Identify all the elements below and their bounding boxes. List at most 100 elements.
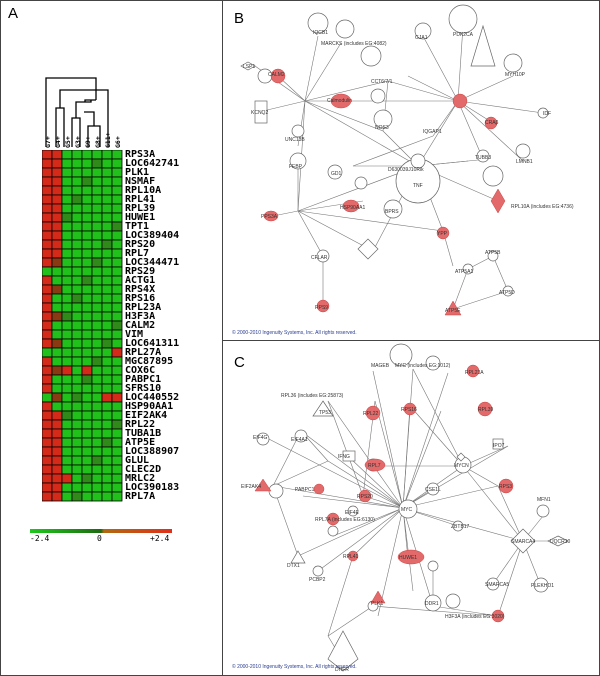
- heatmap-cell: [111, 203, 123, 214]
- heatmap-cell: [61, 437, 73, 448]
- heatmap-cell: [61, 302, 73, 313]
- node-b-tnf: TNF: [413, 183, 423, 189]
- heatmap-cell: [61, 212, 73, 223]
- heatmap-cell: [42, 374, 53, 385]
- heatmap-cell: [101, 150, 113, 160]
- gene-label: LOC389404: [125, 230, 180, 241]
- heatmap-cell: [91, 302, 103, 313]
- scale-min-label: -2.4: [30, 534, 50, 543]
- heatmap-cell: [111, 284, 123, 295]
- heatmap-cell: [51, 150, 63, 160]
- heatmap-cell: [111, 428, 123, 439]
- node-c-plk1: PLK1: [371, 601, 383, 607]
- heatmap-cell: [101, 194, 113, 205]
- heatmap-cell: [101, 185, 113, 196]
- heatmap-cell: [42, 383, 53, 394]
- heatmap-cell: [42, 203, 53, 214]
- heatmap-cell: [81, 329, 93, 340]
- heatmap-cell: [51, 446, 63, 457]
- heatmap-cell: [101, 401, 113, 412]
- heatmap-cell: [61, 284, 73, 295]
- gene-label: TUBA1B: [125, 428, 162, 439]
- gene-label: LOC440552: [125, 392, 180, 403]
- gene-label: MRLC2: [125, 473, 156, 484]
- heatmap-cell: [42, 473, 53, 484]
- heatmap-cell: [81, 410, 93, 421]
- gene-label: NSMAF: [125, 176, 156, 187]
- column-label: G4+: [54, 136, 62, 148]
- heatmap-cell: [101, 293, 113, 304]
- heatmap-cell: [71, 266, 83, 277]
- gene-label: RPL23A: [125, 302, 162, 313]
- heatmap-cell: [91, 311, 103, 322]
- heatmap-cell: [91, 266, 103, 277]
- heatmap-cell: [111, 293, 123, 304]
- heatmap-cell: [111, 464, 123, 475]
- heatmap-cell: [51, 320, 63, 331]
- heatmap-cell: [42, 410, 53, 421]
- heatmap-cell: [42, 221, 53, 232]
- node-c-ifng: IFNG: [338, 454, 350, 460]
- node-c-eif2ak4: EIF2AK4: [241, 484, 261, 490]
- heatmap-cell: [91, 473, 103, 484]
- node-b-pps: PPS3A: [261, 214, 278, 220]
- heatmap-cell: [42, 482, 53, 493]
- heatmap-cell: [81, 383, 93, 394]
- node-b-uncb: UNC13B: [285, 137, 305, 143]
- node-b-myh: MYH10P: [505, 72, 526, 78]
- heatmap-cell: [111, 221, 123, 232]
- heatmap-cell: [71, 293, 83, 304]
- heatmap-cell: [42, 158, 53, 169]
- heatmap-cell: [91, 338, 103, 349]
- heatmap-cell: [51, 221, 63, 232]
- heatmap-cell: [101, 158, 113, 169]
- gene-label: MGC87895: [125, 356, 174, 367]
- heatmap-cell: [101, 176, 113, 187]
- heatmap-cell: [71, 311, 83, 322]
- heatmap-cell: [71, 150, 83, 160]
- heatmap-cell: [51, 464, 63, 475]
- network-b: IQCB1 MARCKS (includes EG:4082) GJA1 PDK…: [240, 4, 574, 316]
- gene-label: VIM: [125, 329, 144, 340]
- heatmap-cell: [42, 248, 53, 259]
- copyright-c: © 2000-2010 Ingenuity Systems, Inc. All …: [232, 664, 357, 670]
- heatmap-cell: [61, 293, 73, 304]
- column-label: G9+: [84, 136, 92, 148]
- heatmap-cell: [71, 455, 83, 466]
- node-c-huwe1: HUWE1: [399, 555, 417, 561]
- heatmap-cell: [111, 356, 123, 367]
- heatmap-cell: [71, 176, 83, 187]
- heatmap-cell: [101, 383, 113, 394]
- heatmap-cell: [91, 428, 103, 439]
- node-b-rpl10a: RPL10A (includes EG:4736): [511, 204, 574, 210]
- heatmap-cell: [91, 239, 103, 250]
- heatmap-cell: [51, 410, 63, 421]
- heatmap-cell: [101, 437, 113, 448]
- heatmap-cell: [101, 248, 113, 259]
- heatmap-cell: [81, 320, 93, 331]
- heatmap-cell: [81, 347, 93, 358]
- heatmap-cell: [51, 239, 63, 250]
- column-label: G3+: [74, 136, 82, 148]
- heatmap-cell: [101, 311, 113, 322]
- heatmap-cell: [91, 383, 103, 394]
- gene-label: CLEC2D: [125, 464, 162, 475]
- heatmap-cell: [51, 248, 63, 259]
- heatmap-cell: [101, 275, 113, 286]
- heatmap-cell: [51, 473, 63, 484]
- node-c-smarca5: SMARCA5: [485, 582, 509, 588]
- heatmap-cell: [71, 257, 83, 268]
- heatmap-cell: [61, 311, 73, 322]
- heatmap-cell: [61, 410, 73, 421]
- heatmap-cell: [101, 266, 113, 277]
- gene-label: LOC641311: [125, 338, 180, 349]
- heatmap-cell: [42, 266, 53, 277]
- column-label: G8+: [94, 136, 102, 148]
- heatmap-cell: [81, 221, 93, 232]
- heatmap-cell: [61, 158, 73, 169]
- heatmap-cell: [51, 176, 63, 187]
- node-b-iqgap1: IQGAP1: [423, 129, 442, 135]
- gene-label: RPL41: [125, 194, 156, 205]
- node-c-rpl36: RPL36 (includes EG:25873): [281, 393, 344, 399]
- heatmap-cell: [42, 365, 53, 376]
